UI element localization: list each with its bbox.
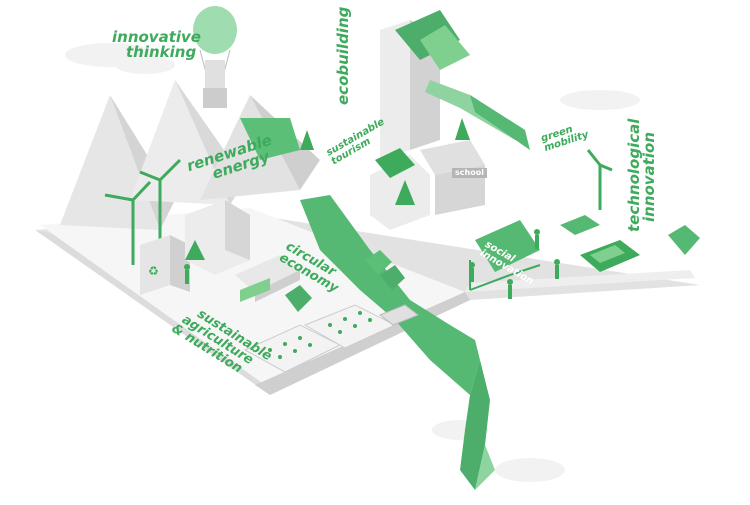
mountains: [60, 80, 320, 230]
balloon: [193, 6, 237, 108]
label-line: thinking: [126, 43, 197, 61]
greenhouses: [235, 255, 300, 302]
car: [560, 215, 600, 235]
river: [240, 118, 495, 490]
train: [425, 80, 530, 150]
svg-text:♻: ♻: [148, 264, 159, 278]
label-line: school: [455, 168, 484, 177]
eco-tower: [380, 10, 470, 160]
tech-pad: [580, 240, 640, 272]
label-line: innovative: [112, 28, 201, 46]
trees: [185, 118, 700, 312]
crop-fields: [243, 304, 397, 373]
label-technological-innovation: technological innovation: [625, 119, 658, 232]
open-book: [35, 208, 700, 395]
tractor: [378, 304, 420, 326]
label-line: ecobuilding: [334, 6, 352, 105]
wind-turbines: [104, 149, 613, 265]
clouds: [65, 43, 640, 482]
label-ecobuilding: ecobuilding: [334, 6, 352, 105]
people: [184, 229, 560, 299]
school-sign: school: [452, 168, 487, 178]
label-innovative-thinking: innovative thinking: [112, 30, 201, 60]
label-line: innovation: [640, 132, 658, 222]
